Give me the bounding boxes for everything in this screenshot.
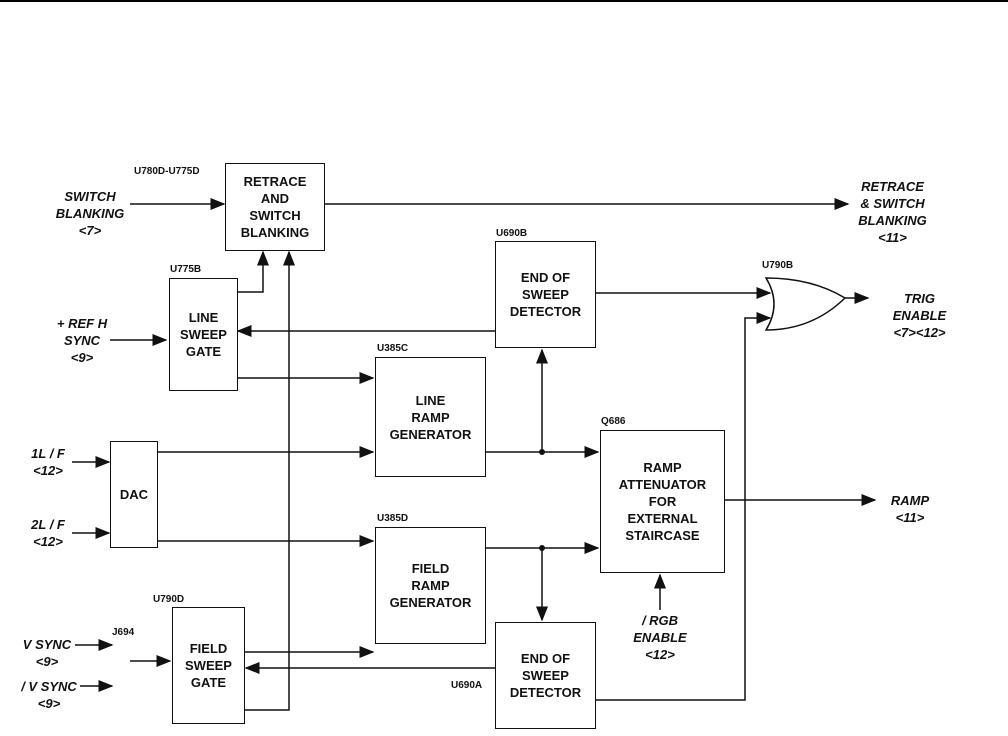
page-top-rule [0, 0, 1008, 2]
signal-2l-f: 2L / F <12> [31, 517, 65, 549]
block-end-of-sweep-detector-top: END OF SWEEP DETECTOR [495, 241, 596, 348]
wire-eos2-or [596, 312, 772, 701]
block-field-sweep-gate: FIELD SWEEP GATE [172, 607, 245, 724]
signal-trig-enable: TRIG ENABLE <7><12> [892, 291, 947, 340]
block-end-of-sweep-detector-bottom: END OF SWEEP DETECTOR [495, 622, 596, 729]
block-line-sweep-gate: LINE SWEEP GATE [169, 278, 238, 391]
block-line-ramp-generator: LINE RAMP GENERATOR [375, 357, 486, 477]
ref-or-gate: U790B [762, 260, 794, 271]
ref-field-ramp: U385D [377, 513, 409, 524]
signal-switch-blanking: SWITCH BLANKING <7> [55, 189, 125, 238]
ref-eos-bottom: U690A [451, 680, 483, 691]
signal-retrace-switch-blanking-out: RETRACE & SWITCH BLANKING <11> [858, 179, 927, 245]
signal-rgb-enable: / RGB ENABLE <12> [633, 613, 687, 662]
ref-line-gate: U775B [170, 264, 202, 275]
ref-attenuator: Q686 [601, 416, 626, 427]
signal-ramp-out: RAMP <11> [890, 493, 930, 525]
ref-field-gate: U790D [153, 594, 185, 605]
ref-retrace: U780D-U775D [134, 166, 200, 177]
signal-not-v-sync: / V SYNC <9> [21, 679, 77, 711]
junction-dot [539, 545, 545, 551]
block-ramp-attenuator: RAMP ATTENUATOR FOR EXTERNAL STAIRCASE [600, 430, 725, 573]
signal-1l-f: 1L / F <12> [31, 446, 65, 478]
signal-v-sync: V SYNC <9> [22, 637, 72, 669]
ref-eos-top: U690B [496, 228, 528, 239]
signal-ref-h-sync: + REF H SYNC <9> [56, 316, 108, 365]
junction-dot [539, 449, 545, 455]
ref-line-ramp: U385C [377, 343, 409, 354]
block-retrace-switch-blanking: RETRACE AND SWITCH BLANKING [225, 163, 325, 251]
block-dac: DAC [110, 441, 158, 548]
or-gate-icon [764, 277, 847, 331]
label-j694: J694 [112, 627, 135, 638]
wire-linegate-retrace [235, 250, 269, 293]
block-field-ramp-generator: FIELD RAMP GENERATOR [375, 527, 486, 644]
wire-fieldgate-retrace [245, 250, 295, 711]
